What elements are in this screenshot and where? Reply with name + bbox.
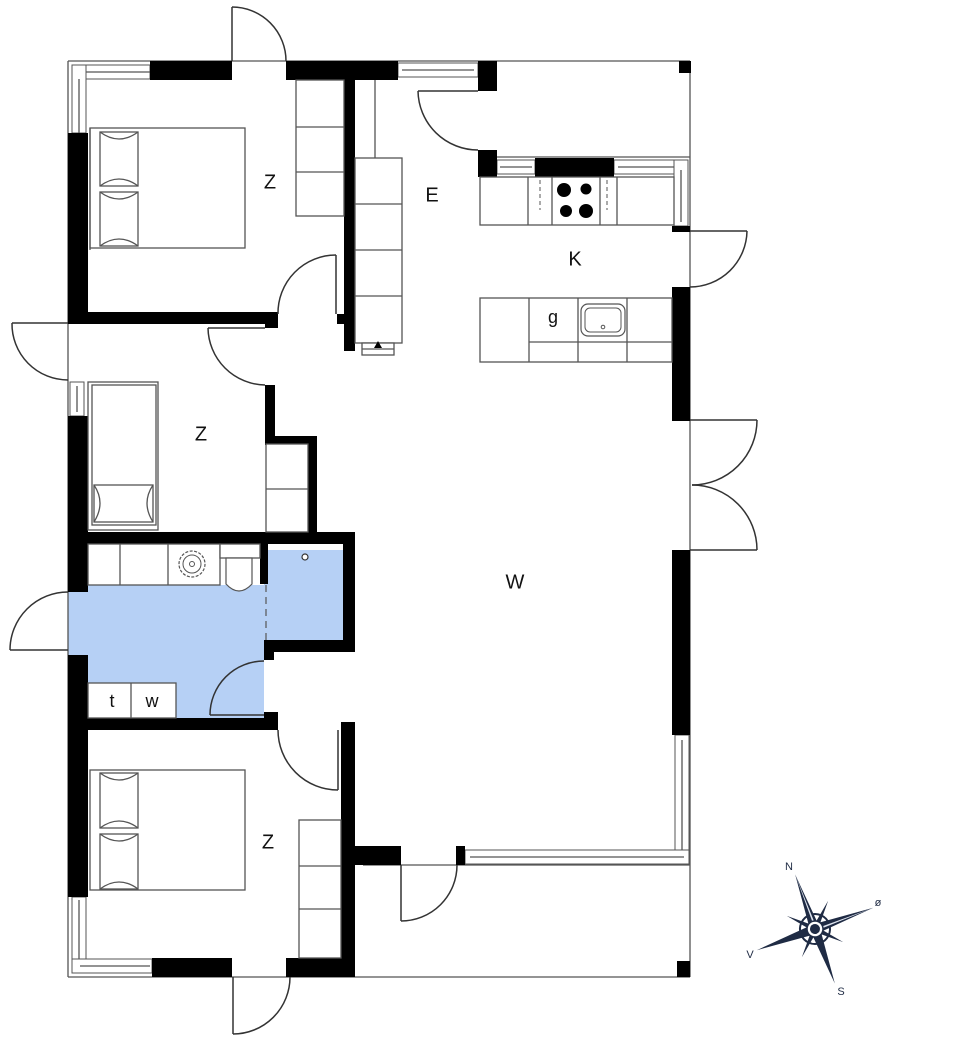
room-labels: Z E K Z W Z [195, 171, 582, 853]
compass-south: S [837, 986, 844, 998]
appliance-label: g [548, 307, 558, 327]
compass-north: N [785, 861, 793, 873]
sink-icon [580, 303, 626, 337]
room-label-entrance: E [425, 184, 438, 206]
washer-label: w [145, 691, 160, 711]
walls [68, 61, 691, 977]
washbasin-icon [178, 550, 206, 578]
room-label-kitchen: K [568, 248, 582, 270]
bathroom-area [68, 550, 345, 718]
room-label-bedroom-1: Z [264, 171, 276, 193]
entrance-closet [354, 80, 403, 356]
shower-drain-icon [301, 553, 309, 561]
kitchen-counter-top [479, 176, 675, 226]
bed-single [87, 381, 159, 531]
room-label-living: W [506, 571, 525, 593]
compass-east: ø [875, 897, 882, 909]
bed-double-1 [89, 127, 246, 250]
compass-west: V [746, 949, 754, 961]
stove-icon [539, 180, 608, 218]
wardrobe-2 [265, 443, 309, 533]
laundry-units: t w [87, 682, 177, 719]
compass-rose-icon [756, 874, 874, 984]
room-label-bedroom-2: Z [195, 423, 207, 445]
kitchen-counter-bottom: g [479, 297, 673, 363]
doors [9, 6, 758, 1035]
toilet-icon [219, 543, 261, 592]
wardrobe-1 [295, 79, 345, 217]
room-label-bedroom-3: Z [262, 831, 274, 853]
wardrobe-3 [298, 819, 342, 959]
dryer-label: t [109, 691, 114, 711]
bed-double-2 [89, 769, 246, 891]
